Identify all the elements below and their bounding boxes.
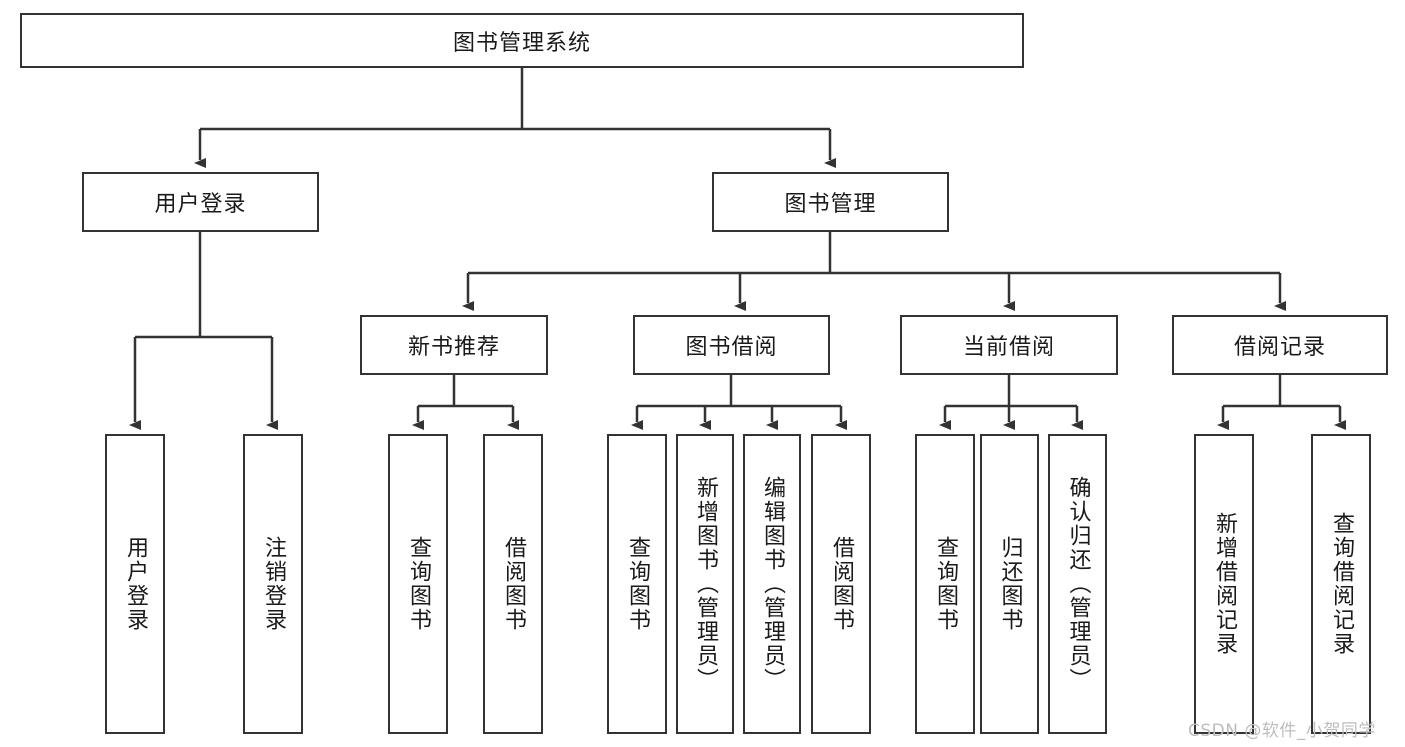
leaf-return-book-label: 归还图书 (997, 536, 1023, 632)
node-user-login[interactable]: 用户登录 (82, 172, 319, 232)
leaf-add-borrow-record-label: 新增借阅记录 (1212, 512, 1237, 656)
leaf-logout-label: 注销登录 (261, 536, 286, 632)
leaf-user-login[interactable]: 用户登录 (105, 434, 165, 734)
leaf-user-login-label: 用户登录 (123, 536, 148, 632)
leaf-confirm-return-admin[interactable]: 确认归还（管理员） (1048, 434, 1107, 734)
node-user-login-label: 用户登录 (154, 192, 247, 217)
node-book-management[interactable]: 图书管理 (712, 172, 949, 232)
leaf-add-book-admin[interactable]: 新增图书（管理员） (676, 434, 734, 734)
leaf-borrow-book-label: 借阅图书 (829, 536, 854, 632)
leaf-add-book-admin-label: 新增图书（管理员） (693, 476, 718, 692)
leaf-edit-book-admin-label: 编辑图书（管理员） (760, 476, 785, 692)
node-book-borrow[interactable]: 图书借阅 (633, 315, 830, 375)
leaf-return-book[interactable]: 归还图书 (980, 434, 1039, 734)
leaf-add-borrow-record[interactable]: 新增借阅记录 (1194, 434, 1254, 734)
leaf-query-book-current[interactable]: 查询图书 (915, 434, 975, 734)
leaf-query-book-current-label: 查询图书 (933, 536, 958, 632)
node-book-management-label: 图书管理 (784, 192, 877, 217)
leaf-query-borrow-record[interactable]: 查询借阅记录 (1311, 434, 1371, 734)
node-current-borrow[interactable]: 当前借阅 (900, 315, 1118, 375)
leaf-borrow-book-rec[interactable]: 借阅图书 (483, 434, 543, 734)
leaf-borrow-book-rec-label: 借阅图书 (501, 536, 526, 632)
leaf-borrow-book[interactable]: 借阅图书 (811, 434, 871, 734)
node-borrow-record[interactable]: 借阅记录 (1172, 315, 1388, 375)
node-book-borrow-label: 图书借阅 (685, 335, 778, 360)
node-new-book-recommend[interactable]: 新书推荐 (360, 315, 548, 375)
leaf-query-book-borrow-label: 查询图书 (625, 536, 650, 632)
node-new-book-recommend-label: 新书推荐 (407, 335, 500, 360)
csdn-watermark: CSDN @软件_小贺同学 (1188, 721, 1376, 741)
node-root-system-label: 图书管理系统 (452, 30, 591, 56)
leaf-edit-book-admin[interactable]: 编辑图书（管理员） (743, 434, 801, 734)
leaf-confirm-return-admin-label: 确认归还（管理员） (1065, 476, 1091, 692)
leaf-query-book-borrow[interactable]: 查询图书 (607, 434, 667, 734)
node-current-borrow-label: 当前借阅 (962, 335, 1055, 360)
leaf-query-book-rec-label: 查询图书 (406, 536, 431, 632)
node-root-system[interactable]: 图书管理系统 (20, 13, 1024, 68)
leaf-query-borrow-record-label: 查询借阅记录 (1329, 512, 1354, 656)
leaf-query-book-rec[interactable]: 查询图书 (388, 434, 448, 734)
node-borrow-record-label: 借阅记录 (1233, 335, 1326, 360)
leaf-logout[interactable]: 注销登录 (243, 434, 303, 734)
